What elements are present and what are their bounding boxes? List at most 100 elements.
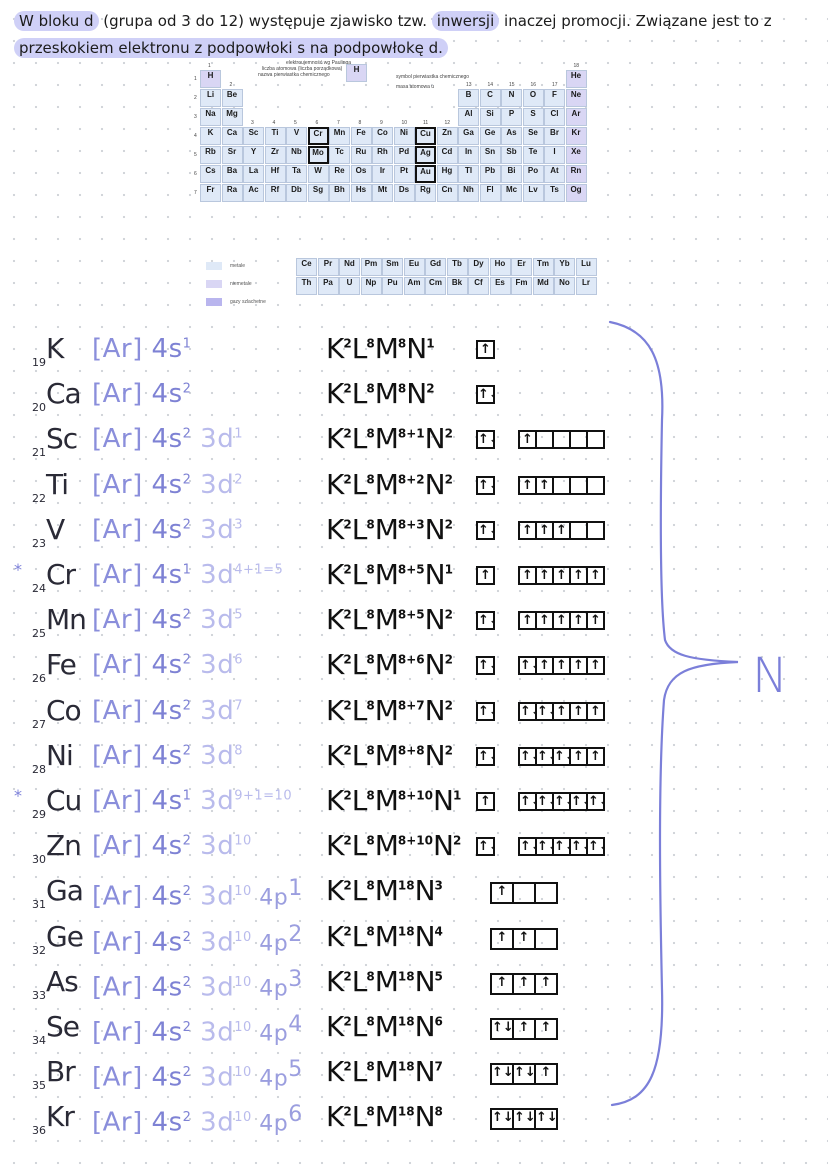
symbol-text: Cr [46,558,76,591]
pt-symbol: Br [550,128,559,137]
config-part: 3d [191,740,235,771]
pt-cell-eu: Eu [403,258,425,276]
pt-cell-sb: Sb [501,146,522,164]
pt-symbol: Sg [312,185,324,194]
pt-cell-er: Er [511,258,532,276]
shell-letter: L [351,512,368,546]
shell-notation: K2L8M18N5 [326,965,443,998]
atomic-number: 36 [32,1124,46,1138]
shell-letter: M [374,693,399,727]
config-part: [Ar] [92,605,152,636]
config-part: 4s [151,786,183,816]
pt-cell-fr: Fr [200,184,221,202]
shell-count: 2 [452,833,462,848]
pt-symbol: Cn [441,185,453,194]
shell-letter: N [424,512,446,546]
pt-symbol: Fl [486,185,494,194]
shell-letter: L [351,332,368,365]
config-part: 2 [182,1020,192,1035]
shell-notation: K2L8M18N3 [326,874,443,907]
p-orbital-boxes: ↑↓↑↑ [490,1018,558,1040]
config-part: 1 [182,788,192,804]
atomic-number: 26 [32,672,46,686]
shell-letter: M [374,1010,399,1043]
pt-group-number: 11 [423,120,429,126]
config-part: [Ar] [92,740,152,771]
shell-notation: K2L8M18N8 [326,1100,443,1133]
shell-letter: K [326,693,344,727]
shell-count: 8+2 [397,472,425,487]
pt-symbol: Ho [494,259,506,268]
pt-symbol: Db [291,185,302,194]
orbital-cell [586,475,605,495]
shell-count: 8 [434,1105,443,1120]
shell-letter: N [406,332,427,365]
atomic-number: 34 [32,1034,46,1047]
brace-label: N [752,648,788,704]
pt-symbol: Ag [420,148,431,157]
pt-symbol: Sm [386,259,399,268]
electron-configuration: [Ar] 4s2 3d7 [92,696,243,726]
pt-symbol: Kr [571,128,581,137]
pt-symbol: Mc [505,185,518,194]
pt-cell-s: S [522,108,544,126]
pt-cell-pu: Pu [382,277,403,295]
pt-symbol: Y [250,147,257,156]
pt-cell-pa: Pa [317,277,339,295]
electron-configuration: [Ar] 4s2 3d10 4p1 [92,876,303,912]
shell-count: 8+3 [397,517,425,532]
config-part: 2 [182,974,192,990]
shell-letter: L [351,648,368,682]
config-part: 10 [234,1020,252,1035]
pt-symbol: Be [226,90,238,99]
orbital-cell: ↑ [512,927,536,950]
pt-cell-ni: Ni [393,127,415,145]
pt-symbol: He [570,71,582,80]
config-part: 2 [182,743,192,759]
pt-cell-as: As [501,127,522,145]
pt-symbol: Ca [226,128,238,137]
pt-period-number: 6 [194,171,197,177]
config-part: 1 [234,426,243,442]
pt-cell-at: At [544,165,565,183]
shell-notation: K2L8M8+7N2 [326,694,453,727]
pt-group-number: 10 [401,120,408,126]
shell-count: 8 [366,427,375,442]
pt-symbol: Cs [205,166,216,175]
pt-symbol: Co [377,128,388,137]
pt-cell-zr: Zr [264,146,286,164]
pt-cell-ts: Ts [544,184,565,202]
element-symbol: 22Ti [32,467,69,505]
symbol-text: Ti [46,467,69,501]
pt-cell-ar: Ar [565,108,587,126]
intro-text-2: inaczej promocji. Związane jest to z [499,12,772,30]
pt-cell-cm: Cm [425,277,446,295]
element-symbol: 30Zn [32,829,82,866]
pt-cell-gd: Gd [425,258,446,276]
shell-letter: K [326,512,344,546]
pt-symbol: Tb [452,259,462,268]
orbital-cell: ↑ [586,656,605,676]
shell-count: 3 [434,879,443,894]
symbol-text: Co [46,693,82,727]
pt-cell-po: Po [522,165,544,183]
orbital-cell: ↑ [586,566,605,585]
electron-configuration: [Ar] 4s2 3d10 4p3 [92,967,303,1003]
shell-count: 1 [444,562,453,577]
pt-symbol: Rf [270,185,280,194]
config-part: 5 [288,1057,303,1083]
pt-symbol: Zn [442,128,452,137]
pt-symbol: Og [570,185,582,194]
config-part: 4p [251,1021,289,1047]
config-part: 6 [288,1102,303,1128]
shell-letter: N [414,1100,436,1134]
pt-cell-xe: Xe [565,146,587,164]
shell-letter: L [351,1100,368,1134]
pt-symbol: No [559,278,570,287]
orbital-cell: ↑ [512,972,536,995]
s-orbital-box: ↑↓ [476,656,495,676]
config-part: [Ar] [92,1017,152,1048]
